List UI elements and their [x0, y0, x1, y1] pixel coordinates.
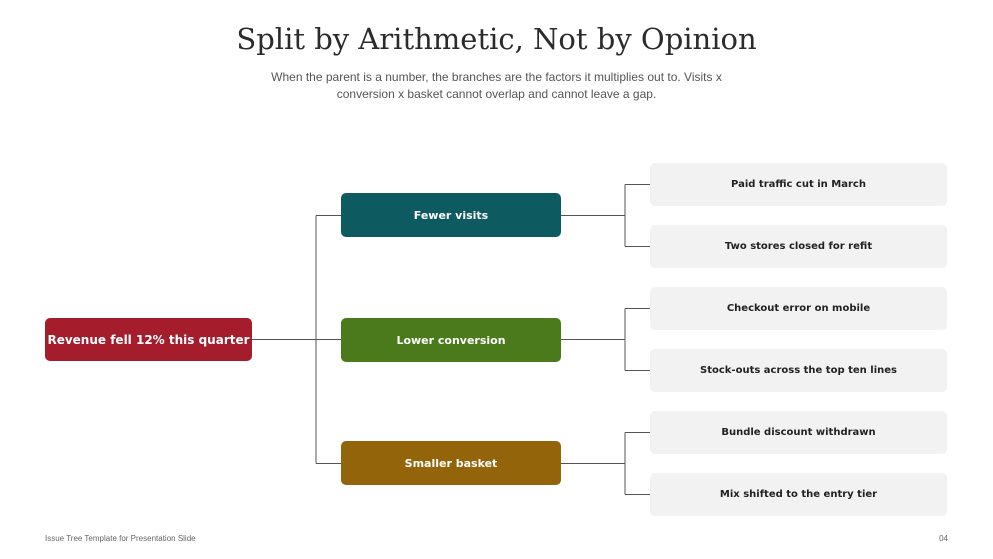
branch-node-label: Lower conversion [396, 333, 506, 347]
root-node: Revenue fell 12% this quarter [45, 318, 252, 361]
leaf-node: Stock-outs across the top ten lines [650, 349, 947, 392]
root-node-label: Revenue fell 12% this quarter [47, 332, 250, 347]
leaf-node: Mix shifted to the entry tier [650, 473, 947, 516]
slide-subtitle: When the parent is a number, the branche… [271, 70, 722, 101]
leaf-node-label: Two stores closed for refit [724, 241, 873, 252]
leaf-node-label: Bundle discount withdrawn [721, 427, 876, 438]
leaf-node: Paid traffic cut in March [650, 163, 947, 206]
page-number: 04 [939, 534, 948, 543]
leaf-node-label: Mix shifted to the entry tier [719, 489, 878, 500]
branch-node-label: Fewer visits [413, 208, 489, 222]
branch-node-basket: Smaller basket [341, 441, 561, 485]
branch-node-label: Smaller basket [404, 456, 498, 470]
leaf-node: Bundle discount withdrawn [650, 411, 947, 454]
branch-node-visits: Fewer visits [341, 193, 561, 237]
leaf-node: Checkout error on mobile [650, 287, 947, 330]
branch-node-conversion: Lower conversion [341, 318, 561, 362]
leaf-node-label: Stock-outs across the top ten lines [700, 365, 897, 376]
leaf-node: Two stores closed for refit [650, 225, 947, 268]
leaf-node-label: Paid traffic cut in March [731, 179, 866, 190]
slide-title: Split by Arithmetic, Not by Opinion [236, 22, 757, 56]
leaf-node-label: Checkout error on mobile [726, 303, 871, 314]
footer-label: Issue Tree Template for Presentation Sli… [45, 534, 196, 543]
